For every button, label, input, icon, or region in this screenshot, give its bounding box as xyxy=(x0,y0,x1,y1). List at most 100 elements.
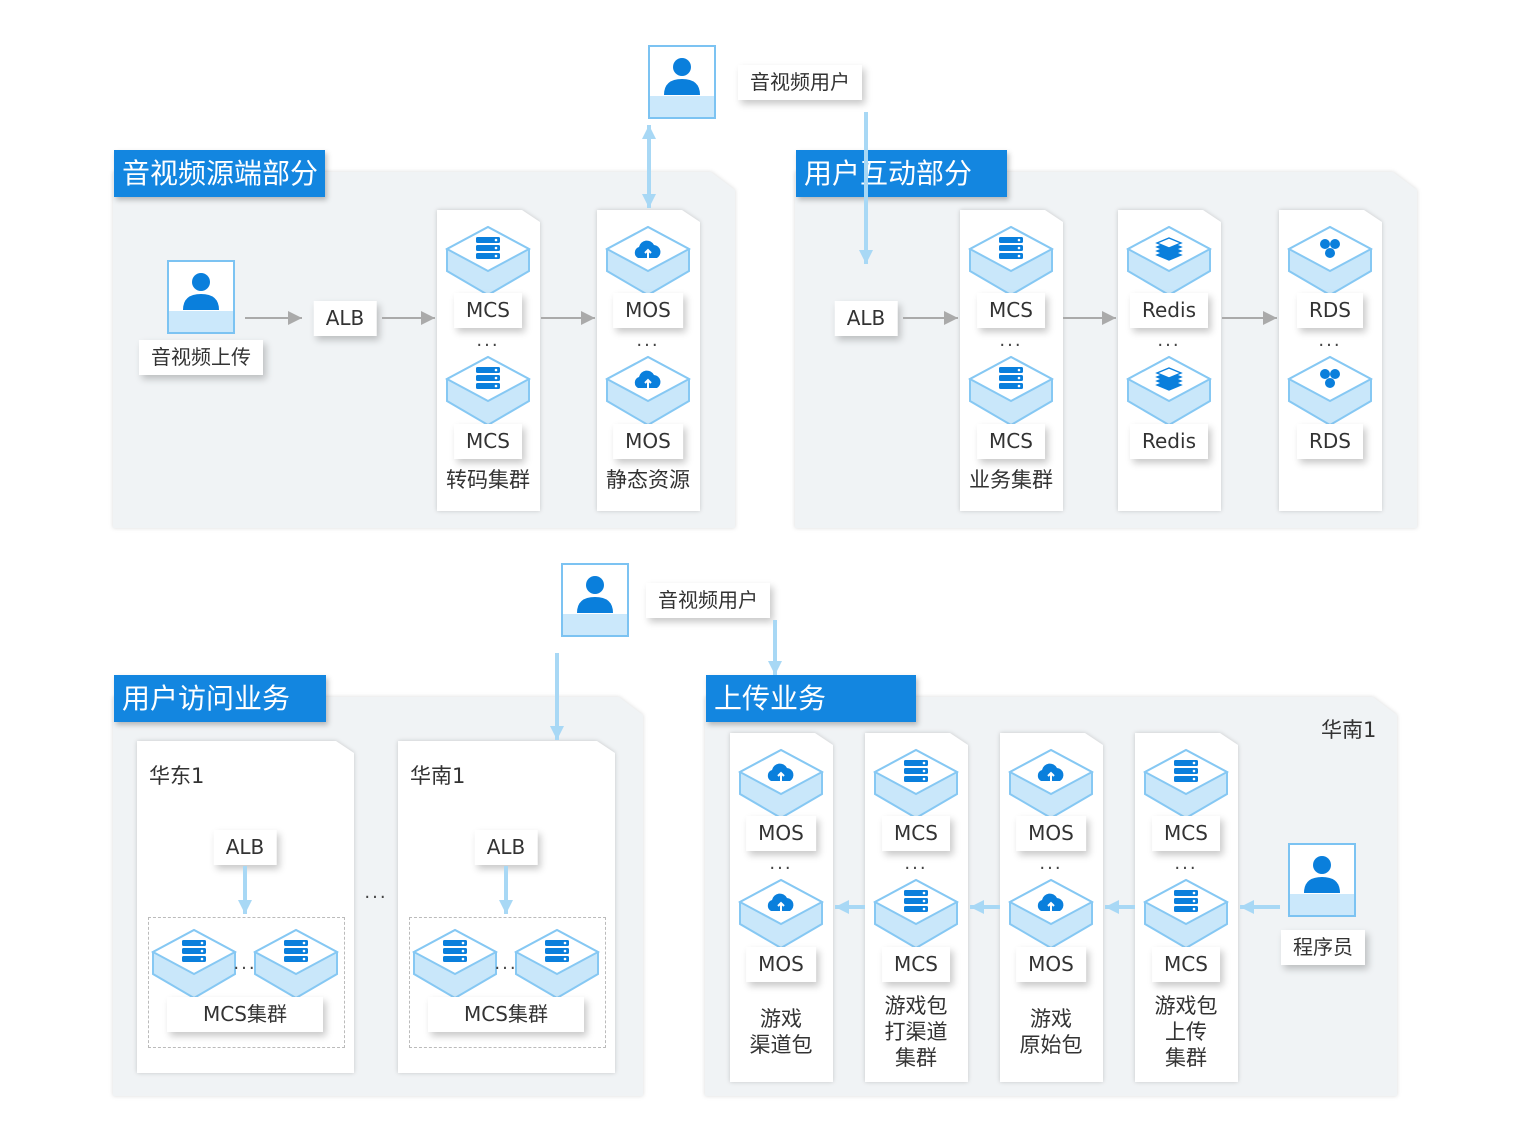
ellipsis: ... xyxy=(494,953,518,974)
cloud-upload-icon xyxy=(1037,893,1064,911)
node-cube xyxy=(1126,355,1212,427)
node-cube xyxy=(968,355,1054,427)
ellipsis: ... xyxy=(476,330,500,351)
cloud-upload-icon xyxy=(767,763,794,781)
node-cube xyxy=(605,225,691,297)
server-icon xyxy=(999,367,1023,389)
node-cube xyxy=(738,748,824,820)
server-icon xyxy=(999,237,1023,259)
access-user xyxy=(561,563,629,637)
column-caption: 游戏包 上传 集群 xyxy=(1154,994,1218,1070)
cloud-upload-icon xyxy=(634,370,661,388)
node-cube xyxy=(873,878,959,950)
region-name: 华东1 xyxy=(149,764,205,788)
node-cube xyxy=(151,928,237,1000)
node-label: MCS xyxy=(1152,947,1220,982)
alb-label: ALB xyxy=(474,830,538,865)
node-label: MCS xyxy=(454,293,522,328)
ellipsis: ... xyxy=(233,953,257,974)
node-label: MCS xyxy=(977,293,1045,328)
node-label: MOS xyxy=(1016,816,1086,851)
user-icon xyxy=(577,576,613,613)
ellipsis: ... xyxy=(1157,330,1181,351)
cluster-label: MCS集群 xyxy=(167,997,323,1032)
cluster-box xyxy=(409,917,606,1048)
node-cube xyxy=(873,748,959,820)
regions-ellipsis: ... xyxy=(364,882,388,903)
node-cube xyxy=(1008,748,1094,820)
node-cube xyxy=(1143,748,1229,820)
column-caption: 游戏 原始包 xyxy=(1019,1007,1083,1057)
column-caption: 转码集群 xyxy=(446,468,530,492)
node-label: Redis xyxy=(1130,293,1208,328)
node-cube xyxy=(445,225,531,297)
programmer-user xyxy=(1288,843,1356,917)
server-icon xyxy=(1174,760,1198,782)
node-label: MOS xyxy=(613,424,683,459)
node-label: MOS xyxy=(746,816,816,851)
node-label: MOS xyxy=(613,293,683,328)
cloud-upload-icon xyxy=(767,893,794,911)
server-icon xyxy=(476,237,500,259)
top-user-label: 音视频用户 xyxy=(738,65,862,100)
ellipsis: ... xyxy=(769,853,793,874)
server-icon xyxy=(1174,890,1198,912)
alb-label: ALB xyxy=(213,830,277,865)
access-user-label: 音视频用户 xyxy=(646,583,770,618)
upload-panel-title: 上传业务 xyxy=(706,675,916,722)
node-label: MCS xyxy=(454,424,522,459)
node-cube xyxy=(1287,225,1373,297)
user-icon xyxy=(664,58,700,95)
node-label: RDS xyxy=(1297,424,1363,459)
programmer-label: 程序员 xyxy=(1281,930,1365,965)
user-icon xyxy=(183,273,219,310)
alb-label: ALB xyxy=(313,301,377,336)
server-icon xyxy=(545,940,569,962)
uploader-label: 音视频上传 xyxy=(139,340,263,375)
top-user xyxy=(648,45,716,119)
rds-icon xyxy=(1320,239,1340,258)
ellipsis: ... xyxy=(636,330,660,351)
column-caption: 静态资源 xyxy=(606,468,690,492)
node-label: MCS xyxy=(882,947,950,982)
node-label: MCS xyxy=(977,424,1045,459)
cluster-label: MCS集群 xyxy=(428,997,584,1032)
node-label: Redis xyxy=(1130,424,1208,459)
ellipsis: ... xyxy=(1039,853,1063,874)
cloud-upload-icon xyxy=(1037,763,1064,781)
redis-icon xyxy=(1155,237,1183,261)
rds-icon xyxy=(1320,369,1340,388)
arrow-head xyxy=(642,125,656,139)
node-cube xyxy=(605,355,691,427)
access-panel-title: 用户访问业务 xyxy=(114,675,326,722)
ellipsis: ... xyxy=(999,330,1023,351)
arrow-head xyxy=(768,661,782,675)
server-icon xyxy=(284,940,308,962)
node-cube xyxy=(445,355,531,427)
node-cube xyxy=(1126,225,1212,297)
node-cube xyxy=(1287,355,1373,427)
server-icon xyxy=(182,940,206,962)
redis-icon xyxy=(1155,367,1183,391)
node-cube xyxy=(514,928,600,1000)
server-icon xyxy=(904,760,928,782)
column-caption: 业务集群 xyxy=(969,468,1053,492)
node-label: MOS xyxy=(1016,947,1086,982)
server-icon xyxy=(904,890,928,912)
uploader-user xyxy=(167,260,235,334)
ellipsis: ... xyxy=(1318,330,1342,351)
node-cube xyxy=(968,225,1054,297)
node-label: RDS xyxy=(1297,293,1363,328)
node-cube xyxy=(738,878,824,950)
node-label: MCS xyxy=(1152,816,1220,851)
column-caption: 游戏包 打渠道 集群 xyxy=(884,994,948,1070)
cloud-upload-icon xyxy=(634,240,661,258)
node-cube xyxy=(1008,878,1094,950)
server-icon xyxy=(443,940,467,962)
node-cube xyxy=(253,928,339,1000)
interaction-panel-title: 用户互动部分 xyxy=(796,150,1007,197)
server-icon xyxy=(476,367,500,389)
node-cube xyxy=(1143,878,1229,950)
node-cube xyxy=(412,928,498,1000)
